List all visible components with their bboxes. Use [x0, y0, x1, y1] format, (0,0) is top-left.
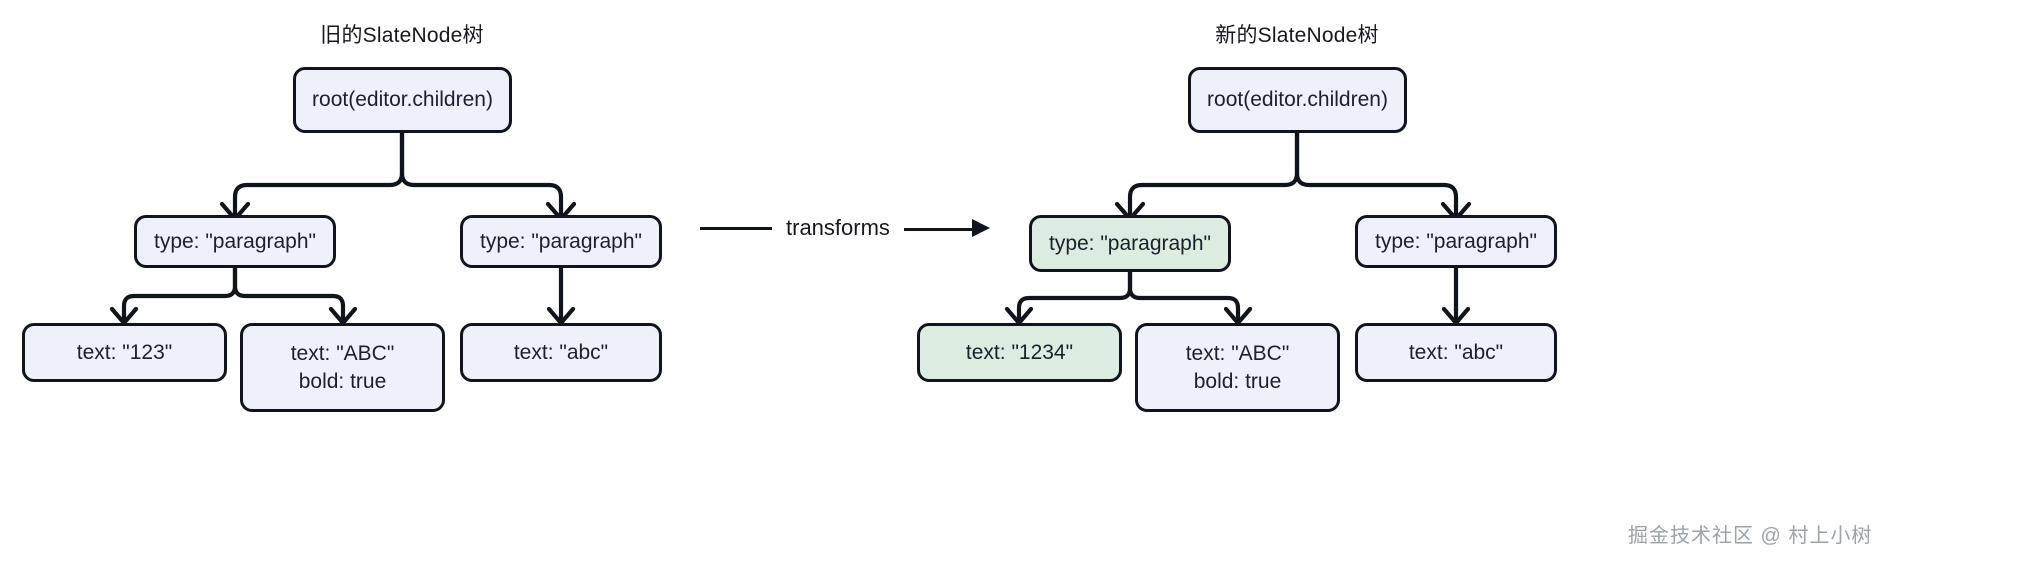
left-text-node-1: text: "123" [22, 323, 227, 382]
right-text-label-1: text: "1234" [965, 340, 1074, 364]
left-text-label-1: text: "123" [76, 340, 173, 364]
left-text-node-2: text: "ABC" bold: true [240, 323, 445, 412]
right-text-node-1: text: "1234" [917, 323, 1122, 382]
right-text-label-2a: text: "ABC" [1185, 341, 1290, 365]
right-tree-title: 新的SlateNode树 [1215, 24, 1379, 47]
right-root-label: root(editor.children) [1207, 88, 1388, 112]
right-text-node-2: text: "ABC" bold: true [1135, 323, 1340, 412]
transforms-line-left [700, 226, 772, 230]
right-root-node: root(editor.children) [1188, 67, 1407, 133]
left-text-node-3: text: "abc" [460, 323, 662, 382]
left-root-label: root(editor.children) [312, 88, 493, 112]
left-root-node: root(editor.children) [293, 67, 512, 133]
right-paragraph-label-2: type: "paragraph" [1374, 229, 1537, 253]
transforms-connector: transforms [700, 215, 990, 241]
left-paragraph-node-1: type: "paragraph" [134, 215, 336, 268]
left-tree-title: 旧的SlateNode树 [320, 24, 484, 47]
right-paragraph-node-1: type: "paragraph" [1029, 215, 1231, 272]
left-paragraph-label-2: type: "paragraph" [479, 229, 642, 253]
watermark: 掘金技术社区 @ 村上小树 [1628, 525, 1873, 547]
left-text-label-2a: text: "ABC" [290, 341, 395, 365]
left-text-label-3: text: "abc" [513, 340, 609, 364]
left-text-label-2b: bold: true [298, 369, 387, 393]
right-text-label-3: text: "abc" [1408, 340, 1504, 364]
transforms-arrow-right-icon [903, 221, 990, 235]
transforms-label: transforms [786, 215, 890, 240]
left-paragraph-label-1: type: "paragraph" [153, 229, 316, 253]
right-text-label-2b: bold: true [1193, 369, 1282, 393]
right-paragraph-node-2: type: "paragraph" [1355, 215, 1557, 268]
left-paragraph-node-2: type: "paragraph" [460, 215, 662, 268]
right-text-node-3: text: "abc" [1355, 323, 1557, 382]
right-paragraph-label-1: type: "paragraph" [1048, 231, 1211, 255]
